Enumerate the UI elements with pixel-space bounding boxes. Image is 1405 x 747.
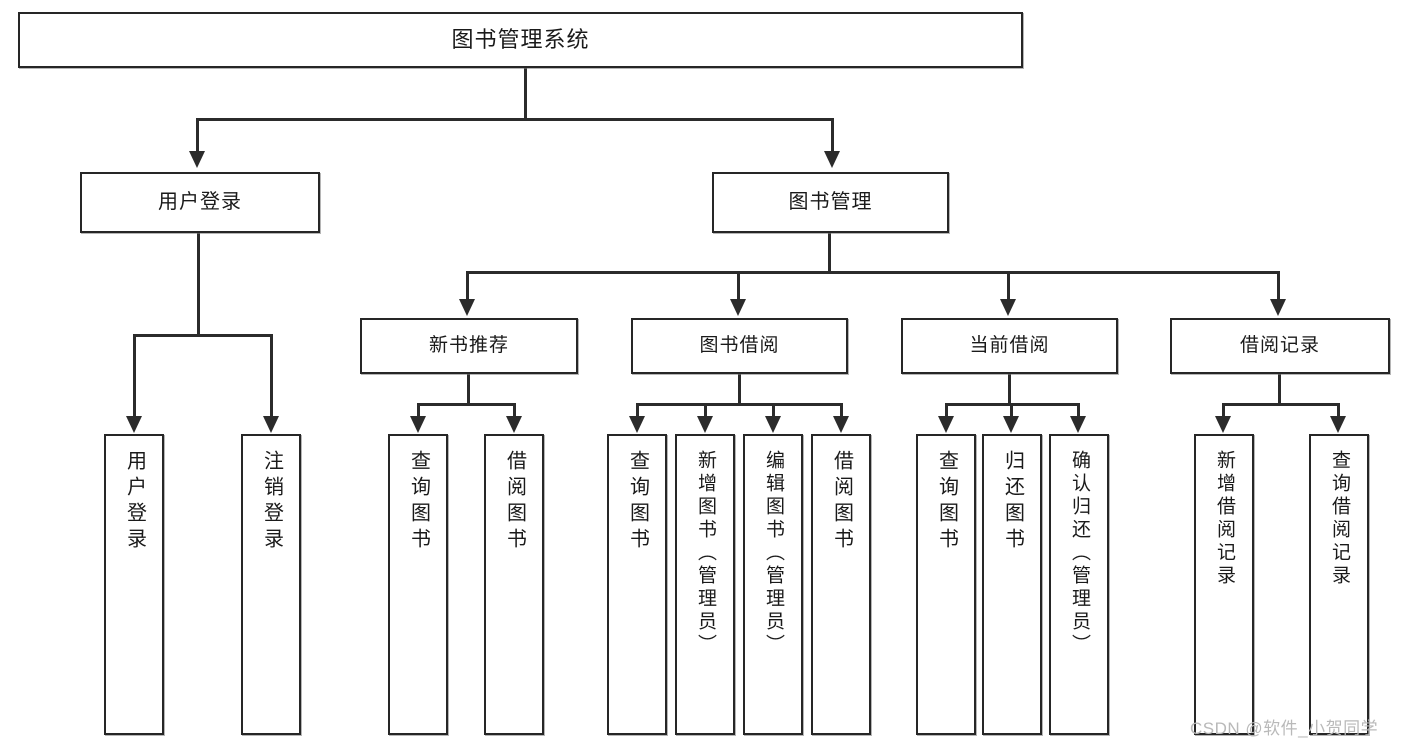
edge-new-book-to-query [417, 403, 420, 418]
node-label: 归还图书 [1001, 450, 1024, 554]
edge-book-manage-to-book-borrow [737, 271, 740, 301]
arrowhead-br-query-record [1330, 416, 1346, 433]
edge-borrow-record-bus [1222, 403, 1339, 406]
arrowhead-login [126, 416, 142, 433]
edge-book-manage-to-current-borrow [1007, 271, 1010, 301]
node-label: 新增图书（管理员） [694, 450, 716, 657]
edge-user-login-to-logout [270, 334, 273, 418]
arrowhead-new-book-recommend [459, 299, 475, 316]
node-leaf-cb-confirm-return[interactable]: 确认归还（管理员） [1049, 434, 1109, 735]
node-leaf-bb-borrow-book[interactable]: 借阅图书 [811, 434, 871, 735]
edge-root-to-user-login [196, 118, 199, 153]
node-label: 编辑图书（管理员） [762, 450, 784, 657]
arrowhead-book-manage [824, 151, 840, 168]
edge-br-to-query [1337, 403, 1340, 418]
node-leaf-bb-add-book[interactable]: 新增图书（管理员） [675, 434, 735, 735]
edge-user-login-stem [197, 233, 200, 335]
arrowhead-bb-edit-book [765, 416, 781, 433]
node-label: 确认归还（管理员） [1068, 450, 1090, 657]
edge-cb-to-query [945, 403, 948, 418]
edge-user-login-to-login [133, 334, 136, 418]
arrowhead-cb-return-book [1003, 416, 1019, 433]
edge-new-book-to-borrow [513, 403, 516, 418]
arrowhead-nb-query-book [410, 416, 426, 433]
arrowhead-br-add-record [1215, 416, 1231, 433]
edge-cb-to-return [1010, 403, 1013, 418]
edge-user-login-bus [133, 334, 273, 337]
edge-book-manage-bus [466, 271, 1280, 274]
node-book-manage[interactable]: 图书管理 [712, 172, 949, 233]
edge-current-borrow-stem [1008, 374, 1011, 404]
node-label: 查询图书 [935, 450, 958, 554]
arrowhead-book-borrow [730, 299, 746, 316]
edge-bb-to-add [704, 403, 707, 418]
node-label: 注销登录 [260, 450, 283, 554]
edge-cb-to-confirm [1077, 403, 1080, 418]
edge-br-to-add [1222, 403, 1225, 418]
node-label: 查询图书 [407, 450, 430, 554]
arrowhead-cb-confirm-return [1070, 416, 1086, 433]
node-leaf-cb-query-book[interactable]: 查询图书 [916, 434, 976, 735]
arrowhead-logout [263, 416, 279, 433]
node-leaf-bb-query-book[interactable]: 查询图书 [607, 434, 667, 735]
node-label: 借阅图书 [830, 450, 853, 554]
arrowhead-cb-query-book [938, 416, 954, 433]
edge-book-manage-to-new-book [466, 271, 469, 301]
arrowhead-bb-borrow-book [833, 416, 849, 433]
edge-book-manage-stem [828, 233, 831, 273]
edge-borrow-record-stem [1278, 374, 1281, 404]
edge-book-manage-to-borrow-record [1277, 271, 1280, 301]
node-label: 借阅记录 [1239, 335, 1320, 357]
edge-bb-to-edit [772, 403, 775, 418]
node-label: 查询借阅记录 [1328, 450, 1350, 588]
node-label: 用户登录 [123, 450, 146, 554]
arrowhead-user-login [189, 151, 205, 168]
node-leaf-br-query-record[interactable]: 查询借阅记录 [1309, 434, 1369, 735]
node-label: 用户登录 [158, 191, 242, 213]
node-leaf-nb-borrow-book[interactable]: 借阅图书 [484, 434, 544, 735]
node-current-borrow[interactable]: 当前借阅 [901, 318, 1118, 374]
node-root-system[interactable]: 图书管理系统 [18, 12, 1023, 68]
node-leaf-logout[interactable]: 注销登录 [241, 434, 301, 735]
arrowhead-nb-borrow-book [506, 416, 522, 433]
node-label: 图书管理 [788, 191, 873, 213]
node-label: 借阅图书 [503, 450, 526, 554]
edge-bb-to-query [636, 403, 639, 418]
edge-root-to-book-manage [831, 118, 834, 153]
arrowhead-borrow-record [1270, 299, 1286, 316]
node-user-login[interactable]: 用户登录 [80, 172, 320, 233]
node-leaf-login[interactable]: 用户登录 [104, 434, 164, 735]
arrowhead-current-borrow [1000, 299, 1016, 316]
edge-root-stem [524, 68, 527, 120]
node-new-book-recommend[interactable]: 新书推荐 [360, 318, 578, 374]
edge-book-borrow-bus [636, 403, 842, 406]
arrowhead-bb-add-book [697, 416, 713, 433]
edge-root-bus [196, 118, 834, 121]
edge-bb-to-borrow [840, 403, 843, 418]
node-leaf-br-add-record[interactable]: 新增借阅记录 [1194, 434, 1254, 735]
node-borrow-record[interactable]: 借阅记录 [1170, 318, 1390, 374]
edge-new-book-bus [417, 403, 516, 406]
edge-book-borrow-stem [738, 374, 741, 404]
edge-new-book-stem [467, 374, 470, 404]
node-book-borrow[interactable]: 图书借阅 [631, 318, 848, 374]
node-label: 图书借阅 [699, 335, 780, 357]
node-label: 查询图书 [626, 450, 649, 554]
arrowhead-bb-query-book [629, 416, 645, 433]
node-label: 图书管理系统 [451, 27, 590, 53]
node-leaf-nb-query-book[interactable]: 查询图书 [388, 434, 448, 735]
node-leaf-cb-return-book[interactable]: 归还图书 [982, 434, 1042, 735]
node-label: 新增借阅记录 [1213, 450, 1235, 588]
node-label: 当前借阅 [969, 335, 1050, 357]
node-label: 新书推荐 [428, 335, 509, 357]
node-leaf-bb-edit-book[interactable]: 编辑图书（管理员） [743, 434, 803, 735]
